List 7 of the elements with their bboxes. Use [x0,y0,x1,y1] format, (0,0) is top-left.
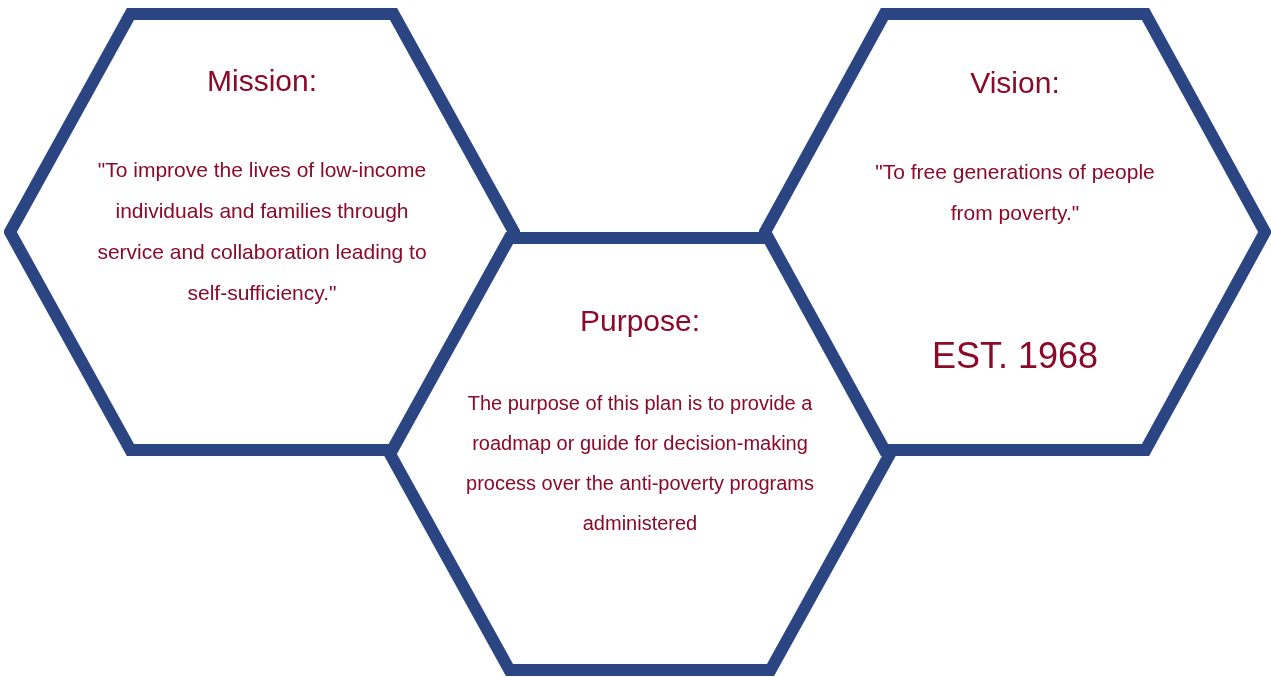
hexagon-text: "To improve the lives of low-income individuals and families through service and collaboration leading to self-sufficiency." [96,157,428,306]
hexagon-heading: Vision: [970,65,1060,101]
hexagon-heading: Mission: [207,63,317,99]
hexagon-text: EST. 1968 [931,334,1099,378]
hexagon-text: "To free generations of people from poverty." [874,159,1156,226]
hexagon-heading: Purpose: [579,303,701,339]
hexagon-text: The purpose of this plan is to provide a roadmap or guide for decision-making process over the anti-poverty programs administered [465,391,815,536]
